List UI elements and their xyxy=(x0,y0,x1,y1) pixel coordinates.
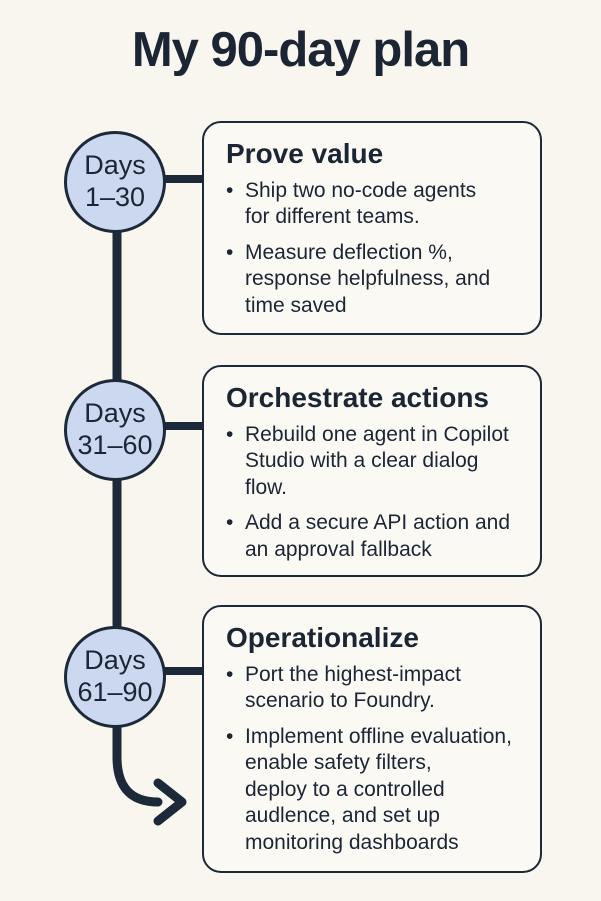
list-item: • Ship two no-code agents for different … xyxy=(226,178,524,231)
phase-node-days-1-30: Days 1–30 xyxy=(64,131,166,233)
list-item: • Measure deflection %, response helpful… xyxy=(226,240,524,319)
list-item: • Rebuild one agent in Copilot Studio wi… xyxy=(226,422,524,501)
phase-card-title: Prove value xyxy=(226,138,384,169)
phase-node-label: Days xyxy=(84,150,146,181)
phase-node-days-31-60: Days 31–60 xyxy=(64,379,166,481)
bullet-icon: • xyxy=(226,663,234,686)
bullet-text: Measure deflection %, response helpfulne… xyxy=(245,240,491,317)
list-item: • Add a secure API action and an approva… xyxy=(226,510,524,563)
list-item: • Implement offline evaluation, enable s… xyxy=(226,724,524,856)
phase-card-title: Orchestrate actions xyxy=(226,382,489,413)
bullet-text: Rebuild one agent in Copilot Studio with… xyxy=(245,423,509,499)
phase-node-label: Days xyxy=(84,398,146,429)
phase-node-label: Days xyxy=(84,645,146,676)
phase-node-range: 1–30 xyxy=(84,182,146,212)
phase-node-range: 61–90 xyxy=(77,677,153,707)
page-title: My 90-day plan xyxy=(131,23,470,77)
phase-card-prove-value: Prove value • Ship two no-code agents fo… xyxy=(202,121,542,335)
curved-arrow-right-icon xyxy=(153,778,187,826)
bullet-icon: • xyxy=(226,511,234,535)
bullet-text: Add a secure API action and an approval … xyxy=(245,511,511,561)
bullet-text: Ship two no-code agents for different te… xyxy=(245,179,477,229)
bullet-text: Port the highest-impact scenario to Foun… xyxy=(245,663,461,713)
phase-card-orchestrate-actions: Orchestrate actions • Rebuild one agent … xyxy=(202,365,542,577)
bullet-text: Implement offline evaluation, enable saf… xyxy=(245,724,512,854)
bullet-icon: • xyxy=(226,240,234,264)
phase-card-title: Operationalize xyxy=(226,622,419,653)
phase-card-operationalize: Operationalize • Port the highest-impact… xyxy=(202,605,542,873)
phase-node-range: 31–60 xyxy=(77,430,153,460)
list-item: • Port the highest-impact scenario to Fo… xyxy=(226,662,524,715)
timeline-spine-line xyxy=(112,177,163,807)
bullet-icon: • xyxy=(226,179,234,202)
phase-node-days-61-90: Days 61–90 xyxy=(64,626,166,728)
bullet-icon: • xyxy=(226,724,234,748)
bullet-icon: • xyxy=(226,423,234,446)
